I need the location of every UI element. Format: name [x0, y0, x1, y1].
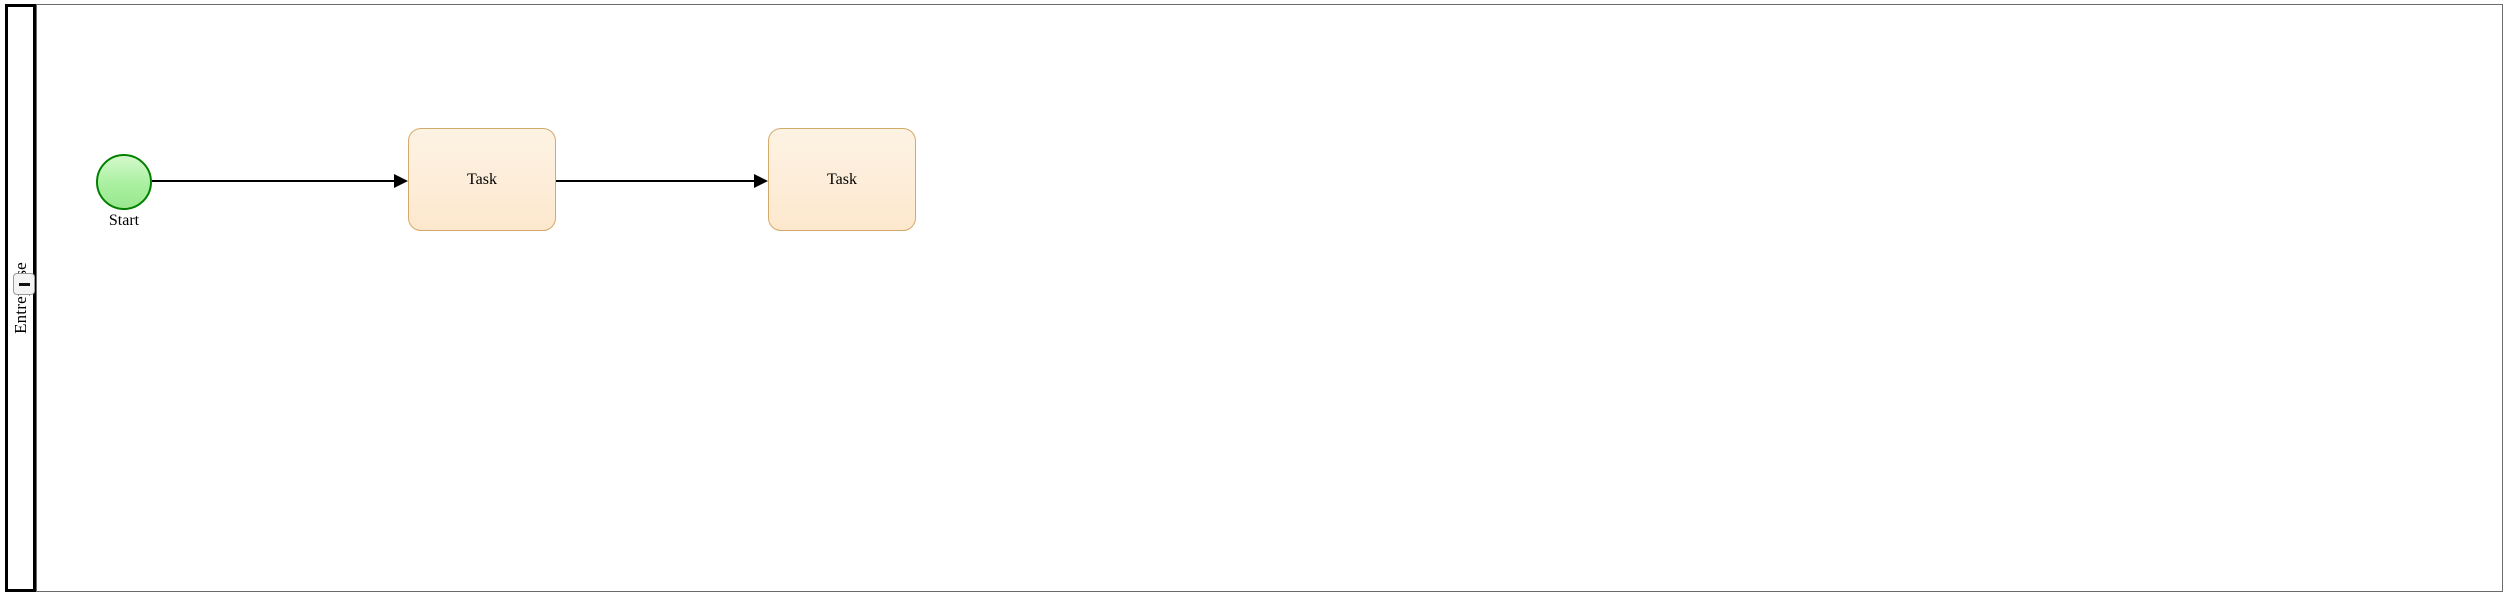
task-label: Task: [827, 170, 857, 188]
start-event-node[interactable]: [96, 154, 152, 210]
flow-line: [556, 180, 756, 183]
lane-header[interactable]: Entreprise: [5, 4, 36, 592]
start-event-label: Start: [108, 212, 140, 229]
task-label: Task: [467, 170, 497, 188]
lane-body: [36, 4, 2503, 592]
arrow-head-icon: [394, 174, 408, 188]
task-node-1[interactable]: Task: [408, 128, 556, 231]
task-node-2[interactable]: Task: [768, 128, 916, 231]
lane-collapse-button[interactable]: [13, 273, 35, 295]
flow-line: [152, 180, 396, 183]
pool-entreprise[interactable]: Entreprise Start Task Task: [5, 4, 2503, 592]
minus-icon: [18, 282, 30, 286]
arrow-head-icon: [754, 174, 768, 188]
